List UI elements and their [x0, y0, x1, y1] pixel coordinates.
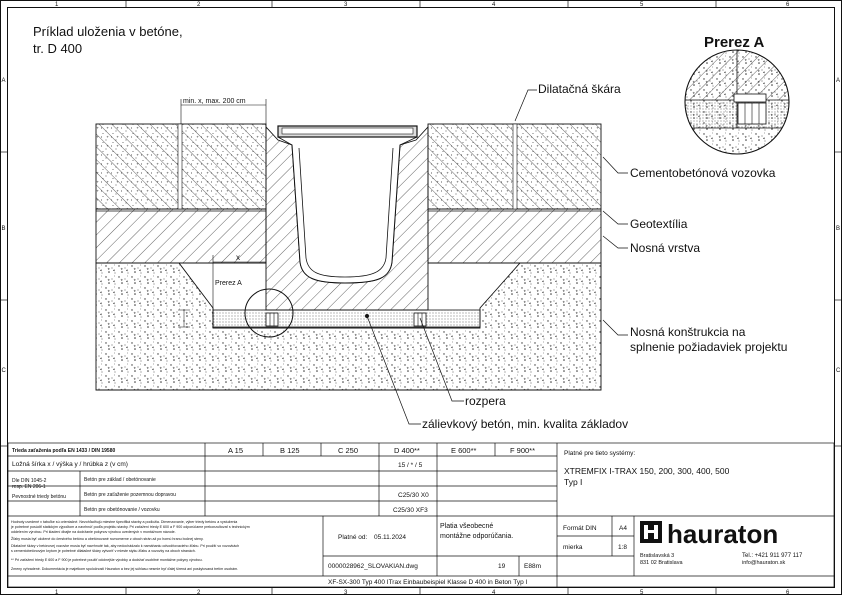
grid-col-4: 4 [492, 2, 496, 8]
assembly-note-1: Platia všeobecné [440, 523, 493, 530]
label-structure-line2: splnenie požiadaviek projektu [630, 340, 787, 354]
grid-row-c-right: C [836, 368, 841, 374]
dimension-top-label: min. x, max. 200 cm [183, 98, 246, 105]
valid-systems-type: Typ I [564, 477, 582, 487]
grid-col-6-bottom: 6 [786, 590, 790, 595]
grid-col-6: 6 [786, 2, 790, 8]
label-dilatation-joint: Dilatačná škára [538, 82, 621, 96]
standard-label-3: Pevnostné triedy betónu [12, 494, 66, 500]
title-block [7, 442, 835, 588]
class-e600: E 600** [451, 446, 477, 455]
grid-row-a: A [2, 78, 6, 84]
load-class-header: Trieda zaťaženia podľa EN 1433 / DIN 195… [12, 448, 115, 454]
grid-col-5: 5 [640, 2, 644, 8]
address-line-2: 831 02 Bratislava [640, 560, 683, 566]
drawing-description: XF-SX-300 Typ 400 ITrax Einbaubeispiel K… [328, 579, 528, 586]
grid-col-4-bottom: 4 [492, 590, 496, 595]
valid-systems-header: Platné pre tieto systémy: [564, 450, 635, 457]
depth-row-label: Ložná šírka x / výška y / hrúbka z (v cm… [12, 461, 128, 468]
valid-from-label: Platné od: [338, 534, 367, 541]
grid-col-3-bottom: 3 [344, 590, 348, 595]
file-name: 0000028962_SLOVAKIAN.dwg [328, 563, 418, 570]
sheet-code: E88m [524, 563, 541, 570]
installation-cross-section: min. x, max. 200 cm x Prerez A [95, 89, 628, 425]
valid-from-value: 05.11.2024 [374, 534, 406, 541]
grid-row-b-right: B [836, 226, 840, 232]
standard-label-1: Dle DIN 1045-2 [12, 478, 47, 484]
note-line-3: oddelením výrobcu. Pri kladení dbajte na… [11, 530, 176, 534]
class-f900: F 900** [510, 446, 535, 455]
label-structure-line1: Nosná konštrukcia na [630, 325, 746, 339]
company-email: info@hauraton.sk [742, 560, 785, 566]
format-value: A4 [619, 525, 627, 532]
hauraton-logo-icon [640, 521, 662, 543]
concrete-row-3-value: C25/30 XF3 [393, 507, 428, 514]
class-c250: C 250 [338, 446, 358, 455]
standard-label-2: resp. EN 206-1 [12, 484, 46, 490]
class-d400: D 400** [394, 446, 420, 455]
note-line-2: je potrebné posúdiť statickým výpočtom a… [10, 525, 250, 529]
label-spacer: rozpera [465, 394, 506, 408]
label-concrete-road: Cementobetónová vozovka [630, 166, 776, 180]
class-a15: A 15 [228, 446, 243, 455]
label-grout-concrete: zálievkový betón, min. kvalita základov [422, 417, 628, 431]
drawing-title: Príklad uloženia v betóne, [33, 24, 183, 39]
label-base-layer: Nosná vrstva [630, 241, 700, 255]
grid-col-5-bottom: 5 [640, 590, 644, 595]
note-line-8: Zmeny vyhradené. Dokumentácia je majetko… [11, 567, 238, 571]
company-phone: Tel.: +421 911 977 117 [742, 553, 803, 559]
label-geotextile: Geotextília [630, 217, 688, 231]
note-line-1: Hodnoty uvedené v tabuľke sú orientačné.… [11, 520, 237, 524]
company-name: hauraton [667, 519, 778, 549]
depth-row-value: 15 / * / 5 [398, 462, 423, 469]
scale-value: 1:8 [618, 544, 627, 551]
concrete-row-2-label: Betón pre zaťaženie pozemnou dopravou [84, 492, 176, 498]
concrete-row-1-label: Betón pre základ / obetónovanie [84, 477, 156, 483]
class-b125: B 125 [280, 446, 300, 455]
format-label: Formát DIN [563, 525, 597, 532]
section-a-title: Prerez A [704, 34, 764, 51]
grid-row-b: B [2, 226, 6, 232]
sheet-number: 19 [498, 563, 506, 570]
grid-col-3: 3 [344, 2, 348, 8]
scale-label: mierka [563, 544, 583, 551]
grid-row-a-right: A [836, 78, 840, 84]
grid-col-2-bottom: 2 [197, 590, 201, 595]
note-line-4: Žľaby musia byť uložené do čerstvého bet… [11, 536, 204, 541]
dimension-x-label: x [236, 253, 240, 262]
note-line-7: ** Pri zaťažení triedy E 600 a F 900 je … [11, 558, 203, 562]
concrete-row-3-label: Betón pre obetónovanie / vozovku [84, 507, 160, 513]
detail-reference-label: Prerez A [215, 280, 242, 287]
address-line-1: Bratislavská 3 [640, 553, 674, 559]
assembly-note-2: montážne odporúčania. [440, 533, 513, 540]
concrete-row-2-value: C25/30 X0 [398, 492, 429, 499]
note-line-5: Dilatačné škáry v betónovej vozovke musi… [11, 544, 239, 548]
drawing-subtitle: tr. D 400 [33, 41, 82, 56]
note-line-6: s cementobetónovým krytom je potrebné di… [11, 549, 196, 553]
grid-col-1: 1 [55, 2, 59, 8]
grid-row-c: C [2, 368, 7, 374]
grid-col-2: 2 [197, 2, 201, 8]
valid-systems-list: XTREMFIX I-TRAX 150, 200, 300, 400, 500 [564, 466, 730, 476]
grid-col-1-bottom: 1 [55, 590, 59, 595]
